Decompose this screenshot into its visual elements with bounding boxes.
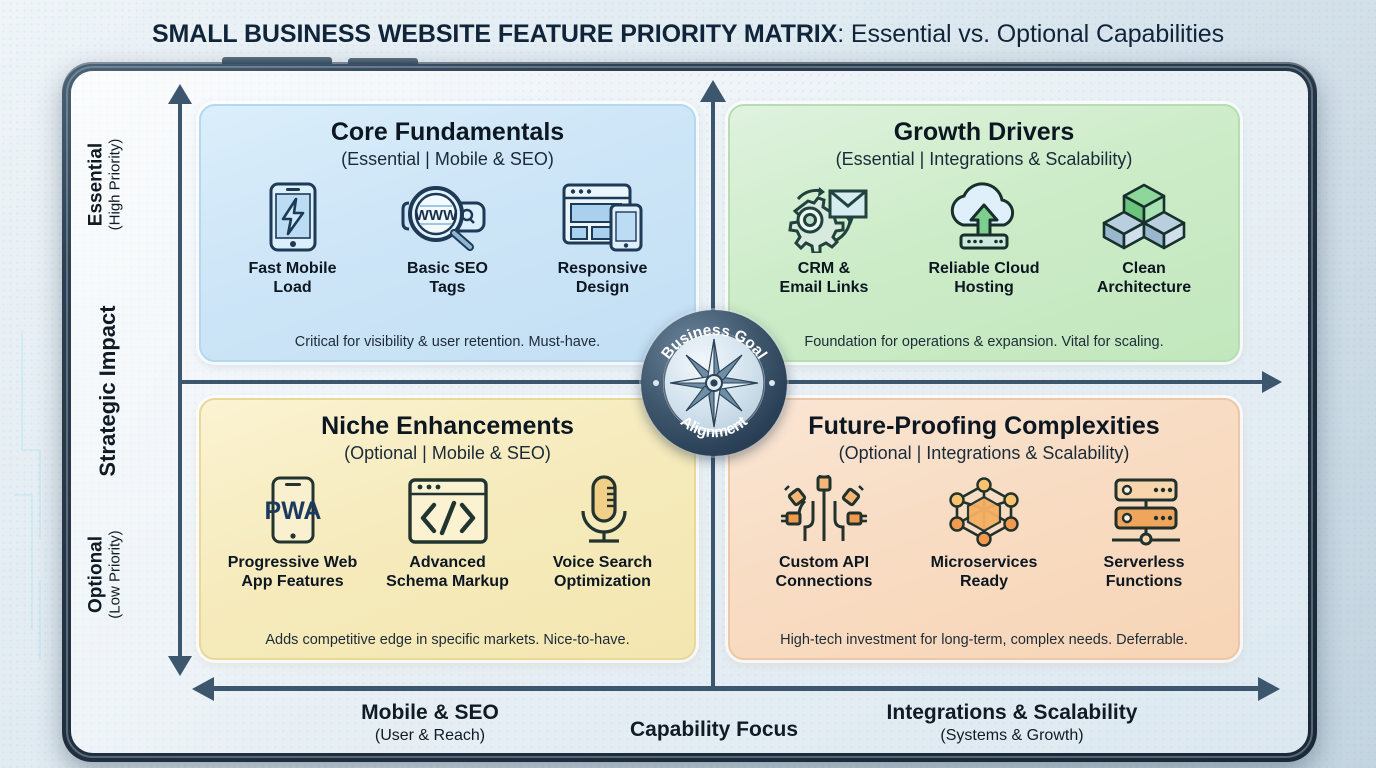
feature-label: Advanced Schema Markup (386, 554, 509, 590)
feature-item-responsive-design[interactable]: Responsive Design (528, 179, 678, 297)
feature-label: Responsive Design (557, 260, 648, 296)
feature-item-voice-search-optimization[interactable]: Voice Search Optimization (528, 473, 678, 591)
quadrant-footnote: Adds competitive edge in specific market… (265, 632, 630, 648)
feature-item-fast-mobile-load[interactable]: Fast Mobile Load (218, 179, 368, 297)
x-axis-line (212, 686, 1260, 691)
quadrant-items: CRM & Email Links Reliable Cloud Hosting (744, 179, 1224, 332)
quadrant-items: Custom API Connections (744, 473, 1224, 630)
quadrant-items: Fast Mobile Load WWW (215, 179, 680, 332)
quadrant-subtitle: (Essential | Integrations & Scalability) (835, 149, 1133, 169)
feature-item-crm-email-links[interactable]: CRM & Email Links (749, 179, 899, 297)
quadrant-subtitle: (Optional | Integrations & Scalability) (838, 443, 1130, 463)
feature-label: Fast Mobile Load (248, 260, 337, 296)
server-stack-icon (1069, 473, 1219, 549)
quadrant-title: Future-Proofing Complexities (808, 412, 1160, 440)
business-goal-alignment-badge[interactable]: Business Goal Alignment (641, 310, 787, 456)
feature-item-serverless-functions[interactable]: Serverless Functions (1069, 473, 1219, 591)
feature-label: Progressive Web App Features (227, 554, 358, 590)
feature-item-microservices-ready[interactable]: Microservices Ready (909, 473, 1059, 591)
x-axis-title: Capability Focus (629, 718, 799, 741)
svg-text:PWA: PWA (264, 497, 321, 525)
quadrant-future-proofing-complexities[interactable]: Future-Proofing Complexities (Optional |… (728, 398, 1240, 660)
x-axis-label-integrations-sub: (Systems & Growth) (940, 727, 1084, 744)
x-axis-label-integrations: Integrations & Scalability (Systems & Gr… (872, 700, 1152, 746)
quadrant-divider-arrow-icon (700, 80, 726, 102)
page-title-strong: SMALL BUSINESS WEBSITE FEATURE PRIORITY … (151, 20, 838, 48)
feature-item-progressive-web-app[interactable]: PWA Progressive Web App Features (218, 473, 368, 591)
feature-item-advanced-schema-markup[interactable]: Advanced Schema Markup (373, 473, 523, 591)
microphone-icon (528, 473, 678, 549)
gear-envelope-icon (749, 179, 899, 255)
feature-label: Serverless Functions (1103, 554, 1185, 590)
device-top-button[interactable] (222, 57, 332, 64)
pwa-phone-icon: PWA (218, 473, 368, 549)
feature-label: Reliable Cloud Hosting (928, 260, 1040, 296)
x-axis-label-integrations-main: Integrations & Scalability (886, 701, 1138, 724)
feature-label: Microservices Ready (930, 554, 1038, 590)
y-axis-arrow-down-icon (168, 656, 192, 676)
device-top-button-secondary[interactable] (348, 58, 418, 64)
quadrant-core-fundamentals[interactable]: Core Fundamentals (Essential | Mobile & … (199, 104, 696, 362)
mobile-lightning-icon (218, 179, 368, 255)
x-axis-label-mobile-seo-main: Mobile & SEO (361, 701, 499, 724)
y-axis-arrow-up-icon (168, 84, 192, 104)
magnifier-www-icon: WWW (373, 179, 523, 255)
page-title: SMALL BUSINESS WEBSITE FEATURE PRIORITY … (0, 20, 1376, 49)
isometric-blocks-icon (1069, 179, 1219, 255)
cloud-upload-server-icon (909, 179, 1059, 255)
feature-label: Clean Architecture (1096, 260, 1192, 296)
feature-item-reliable-cloud-hosting[interactable]: Reliable Cloud Hosting (909, 179, 1059, 297)
compass-rose-icon: Business Goal Alignment (658, 322, 770, 442)
x-axis-label-mobile-seo: Mobile & SEO (User & Reach) (290, 700, 570, 746)
y-axis-title: Strategic Impact (95, 305, 120, 477)
plug-connections-icon (749, 473, 899, 549)
quadrant-footnote: High-tech investment for long-term, comp… (780, 632, 1188, 648)
quadrant-items: PWA Progressive Web App Features (215, 473, 680, 630)
page-title-light: : Essential vs. Optional Capabilities (837, 20, 1225, 48)
quadrant-growth-drivers[interactable]: Growth Drivers (Essential | Integrations… (728, 104, 1240, 362)
feature-label: Basic SEO Tags (407, 260, 488, 296)
feature-label: Voice Search Optimization (552, 554, 653, 590)
quadrant-subtitle: (Essential | Mobile & SEO) (341, 149, 554, 169)
x-axis-label-mobile-seo-sub: (User & Reach) (374, 727, 486, 744)
feature-item-basic-seo-tags[interactable]: WWW Basic SEO Tags (373, 179, 523, 297)
code-browser-icon (373, 473, 523, 549)
quadrant-subtitle: (Optional | Mobile & SEO) (344, 443, 551, 463)
quadrant-niche-enhancements[interactable]: Niche Enhancements (Optional | Mobile & … (199, 398, 696, 660)
quadrant-footnote: Critical for visibility & user retention… (294, 334, 601, 350)
feature-label: Custom API Connections (775, 554, 873, 590)
quadrant-title: Core Fundamentals (330, 118, 565, 146)
browser-mobile-icon (528, 179, 678, 255)
x-axis-arrow-left-icon (192, 677, 214, 701)
feature-item-custom-api-connections[interactable]: Custom API Connections (749, 473, 899, 591)
svg-text:WWW: WWW (414, 207, 457, 224)
x-axis-arrow-right-icon (1258, 677, 1280, 701)
quadrant-footnote: Foundation for operations & expansion. V… (804, 334, 1164, 350)
node-cube-network-icon (909, 473, 1059, 549)
feature-label: CRM & Email Links (779, 260, 869, 296)
quadrant-divider-arrow-right-icon (1262, 371, 1282, 393)
quadrant-title: Niche Enhancements (321, 412, 574, 440)
feature-item-clean-architecture[interactable]: Clean Architecture (1069, 179, 1219, 297)
quadrant-title: Growth Drivers (893, 118, 1075, 146)
